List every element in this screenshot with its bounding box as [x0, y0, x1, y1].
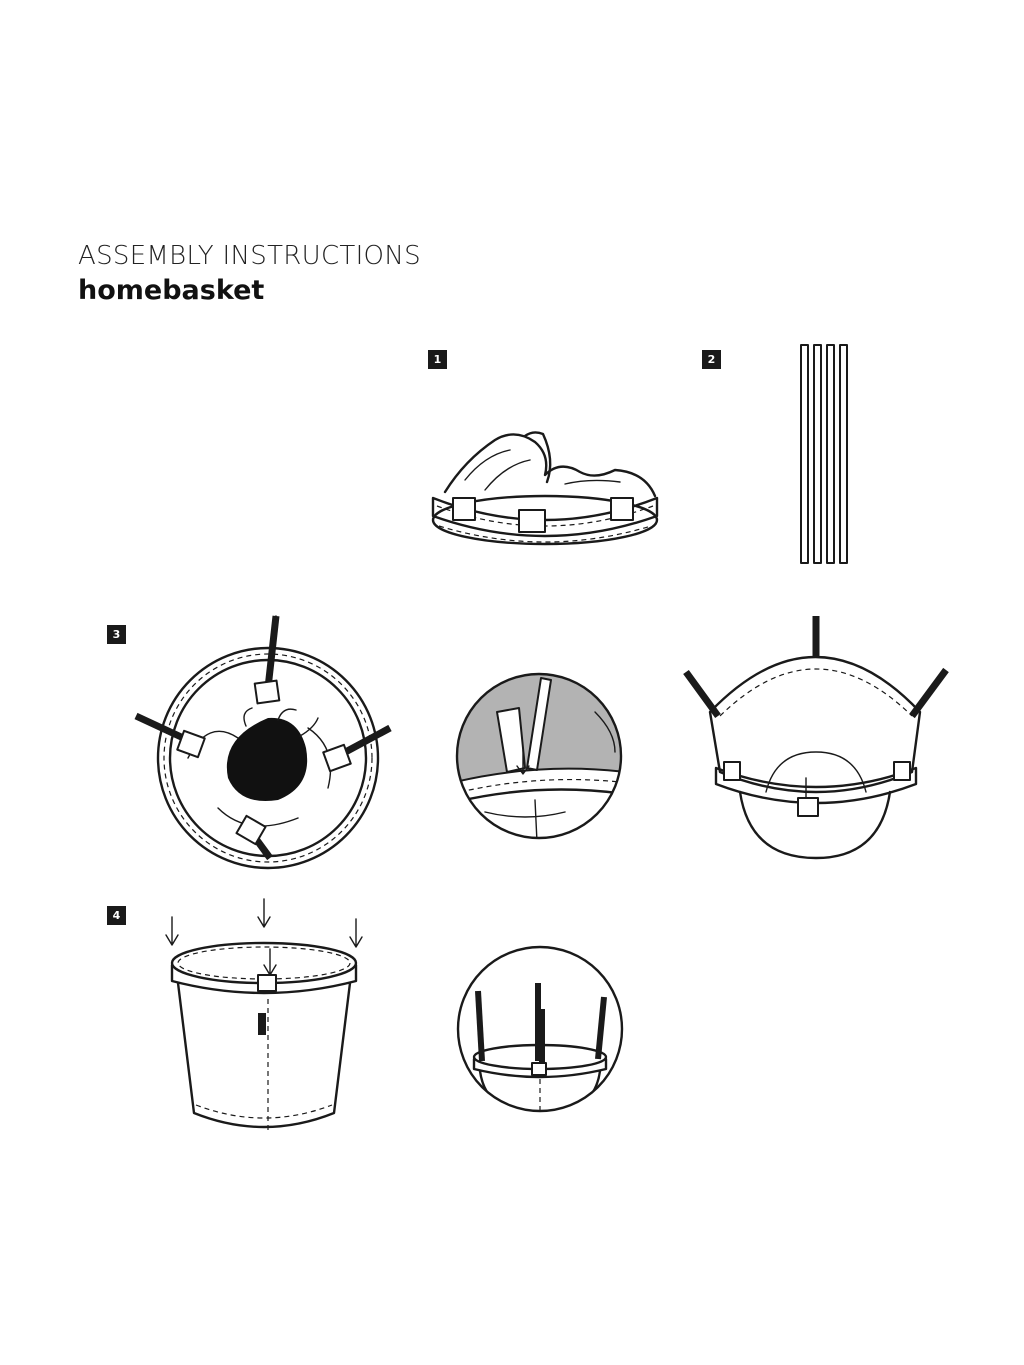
top-view-rods-illustration [134, 615, 392, 870]
rods-illustration [800, 344, 848, 564]
step-4-badge: 4 [107, 906, 126, 925]
document-title: ASSEMBLY INSTRUCTIONS [78, 241, 421, 271]
rod-insert-detail-illustration [455, 672, 623, 840]
rim-detail-illustration [456, 945, 624, 1113]
side-view-rods-illustration [683, 616, 949, 860]
step-2-badge: 2 [702, 350, 721, 369]
step-3-badge: 3 [107, 625, 126, 644]
document-heading: ASSEMBLY INSTRUCTIONS homebasket [78, 240, 421, 308]
folded-basket-illustration [431, 431, 659, 546]
assembled-basket-illustration [165, 898, 363, 1131]
product-name: homebasket [78, 275, 265, 306]
step-1-badge: 1 [428, 350, 447, 369]
